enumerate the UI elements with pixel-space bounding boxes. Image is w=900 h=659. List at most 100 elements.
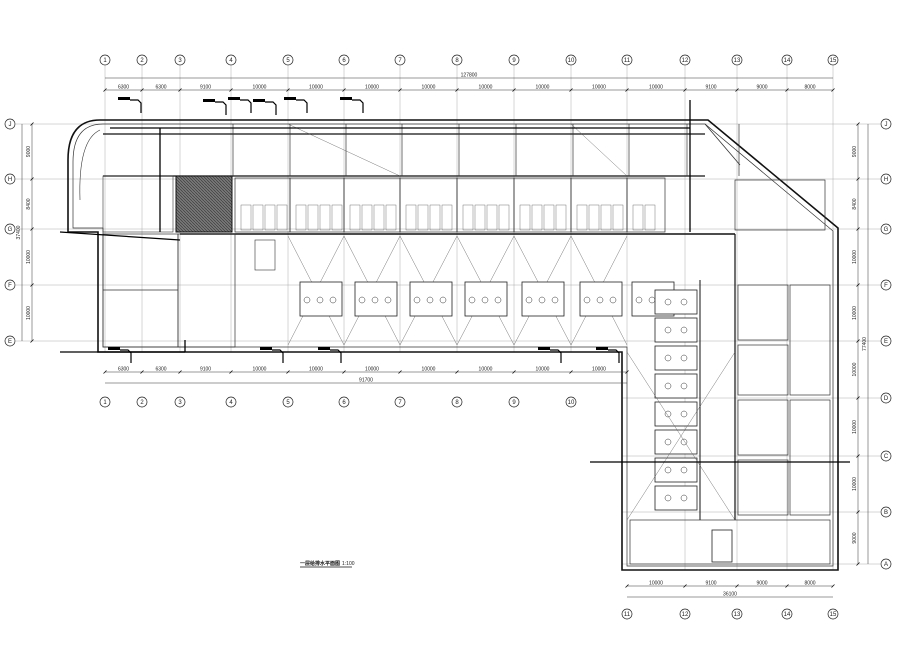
axis-bubble	[4, 223, 16, 235]
axis-label: J	[885, 122, 888, 128]
axis-bubble	[4, 335, 16, 347]
toilet-block	[409, 281, 453, 317]
wc-fixture	[329, 296, 337, 304]
dimension-value: 8000	[804, 85, 815, 91]
building-outline	[67, 119, 839, 571]
dimension-value: 9000	[756, 581, 767, 587]
axis-bubble	[338, 396, 350, 408]
dimension-tick	[140, 370, 144, 374]
pipe-label-tag	[108, 347, 120, 350]
wc-fixture	[583, 296, 591, 304]
dimension-value: 9100	[705, 85, 716, 91]
axis-bubble	[880, 392, 892, 404]
axis-label: F	[884, 283, 888, 289]
dimension-total: 36100	[723, 592, 737, 598]
dimension-value: 6300	[155, 85, 166, 91]
dimension-value: 10000	[309, 367, 323, 373]
room	[737, 399, 789, 456]
dimension-tick	[856, 122, 860, 126]
dimension-tick	[455, 88, 459, 92]
axis-bubble	[508, 54, 520, 66]
room	[737, 344, 789, 396]
toilet-block	[354, 281, 398, 317]
wc-fixture	[680, 326, 688, 334]
wc-fixture	[680, 382, 688, 390]
dimension-tick	[286, 370, 290, 374]
dimension-value: 8000	[804, 581, 815, 587]
dimension-tick	[856, 283, 860, 287]
wc-fixture	[481, 296, 489, 304]
dimension-tick	[785, 88, 789, 92]
space-diagonal	[626, 351, 736, 521]
dimension-tick	[103, 370, 107, 374]
toilet-stall	[555, 204, 567, 231]
toilet-stall	[405, 204, 417, 231]
axis-bubble	[225, 54, 237, 66]
wc-fixture	[680, 494, 688, 502]
axis-bubble	[781, 608, 793, 620]
dimension-tick	[229, 88, 233, 92]
dimension-tick	[785, 584, 789, 588]
room	[177, 233, 236, 348]
pipe-riser	[272, 349, 284, 363]
axis-label: A	[884, 562, 888, 568]
toilet-stall	[385, 204, 397, 231]
axis-bubble	[282, 54, 294, 66]
dimension-tick	[735, 88, 739, 92]
dimension-value: 10000	[479, 367, 493, 373]
dimension-tick	[512, 370, 516, 374]
pump-room-hatched	[175, 175, 233, 233]
stair-diagonal	[704, 123, 741, 166]
pipe-label-tag	[596, 347, 608, 350]
axis-bubble	[880, 450, 892, 462]
axis-label: 4	[229, 400, 233, 406]
dimension-value: 10000	[852, 362, 858, 376]
wc-fixture	[525, 296, 533, 304]
dimension-tick	[342, 370, 346, 374]
room	[102, 175, 174, 233]
axis-bubble	[4, 118, 16, 130]
toilet-stall	[531, 204, 543, 231]
axis-bubble	[282, 396, 294, 408]
dimension-value: 10000	[422, 85, 436, 91]
room	[737, 459, 789, 516]
toilet-stall	[519, 204, 531, 231]
axis-label: F	[8, 283, 12, 289]
axis-bubble	[880, 223, 892, 235]
toilet-stall	[307, 204, 319, 231]
wc-fixture	[664, 466, 672, 474]
dimension-tick	[398, 88, 402, 92]
dimension-total: 77400	[862, 337, 868, 351]
pipe-riser	[265, 101, 277, 115]
toilet-stall	[644, 204, 656, 231]
drawing-title: 一层给排水平面图	[300, 560, 340, 567]
toilet-block	[654, 485, 698, 511]
dimension-tick	[286, 88, 290, 92]
axis-label: 12	[682, 612, 689, 618]
dimension-value: 10000	[852, 477, 858, 491]
toilet-stall	[441, 204, 453, 231]
dimension-tick	[30, 283, 34, 287]
dimension-value: 8400	[26, 198, 32, 209]
axis-label: 5	[286, 400, 290, 406]
wc-fixture	[538, 296, 546, 304]
wc-fixture	[680, 354, 688, 362]
toilet-stall	[612, 204, 624, 231]
wc-fixture	[680, 298, 688, 306]
axis-bubble	[174, 54, 186, 66]
dimension-value: 10000	[592, 85, 606, 91]
axis-label: 3	[178, 400, 182, 406]
axis-bubble	[679, 608, 691, 620]
wc-fixture	[468, 296, 476, 304]
axis-bubble	[508, 396, 520, 408]
dimension-tick	[30, 177, 34, 181]
dimension-value: 10000	[592, 367, 606, 373]
room	[629, 519, 831, 565]
dimension-tick	[178, 370, 182, 374]
wc-fixture	[358, 296, 366, 304]
axis-label: 8	[455, 400, 459, 406]
wc-fixture	[384, 296, 392, 304]
dimension-tick	[625, 88, 629, 92]
dimension-value: 10000	[422, 367, 436, 373]
axis-label: 15	[830, 612, 837, 618]
